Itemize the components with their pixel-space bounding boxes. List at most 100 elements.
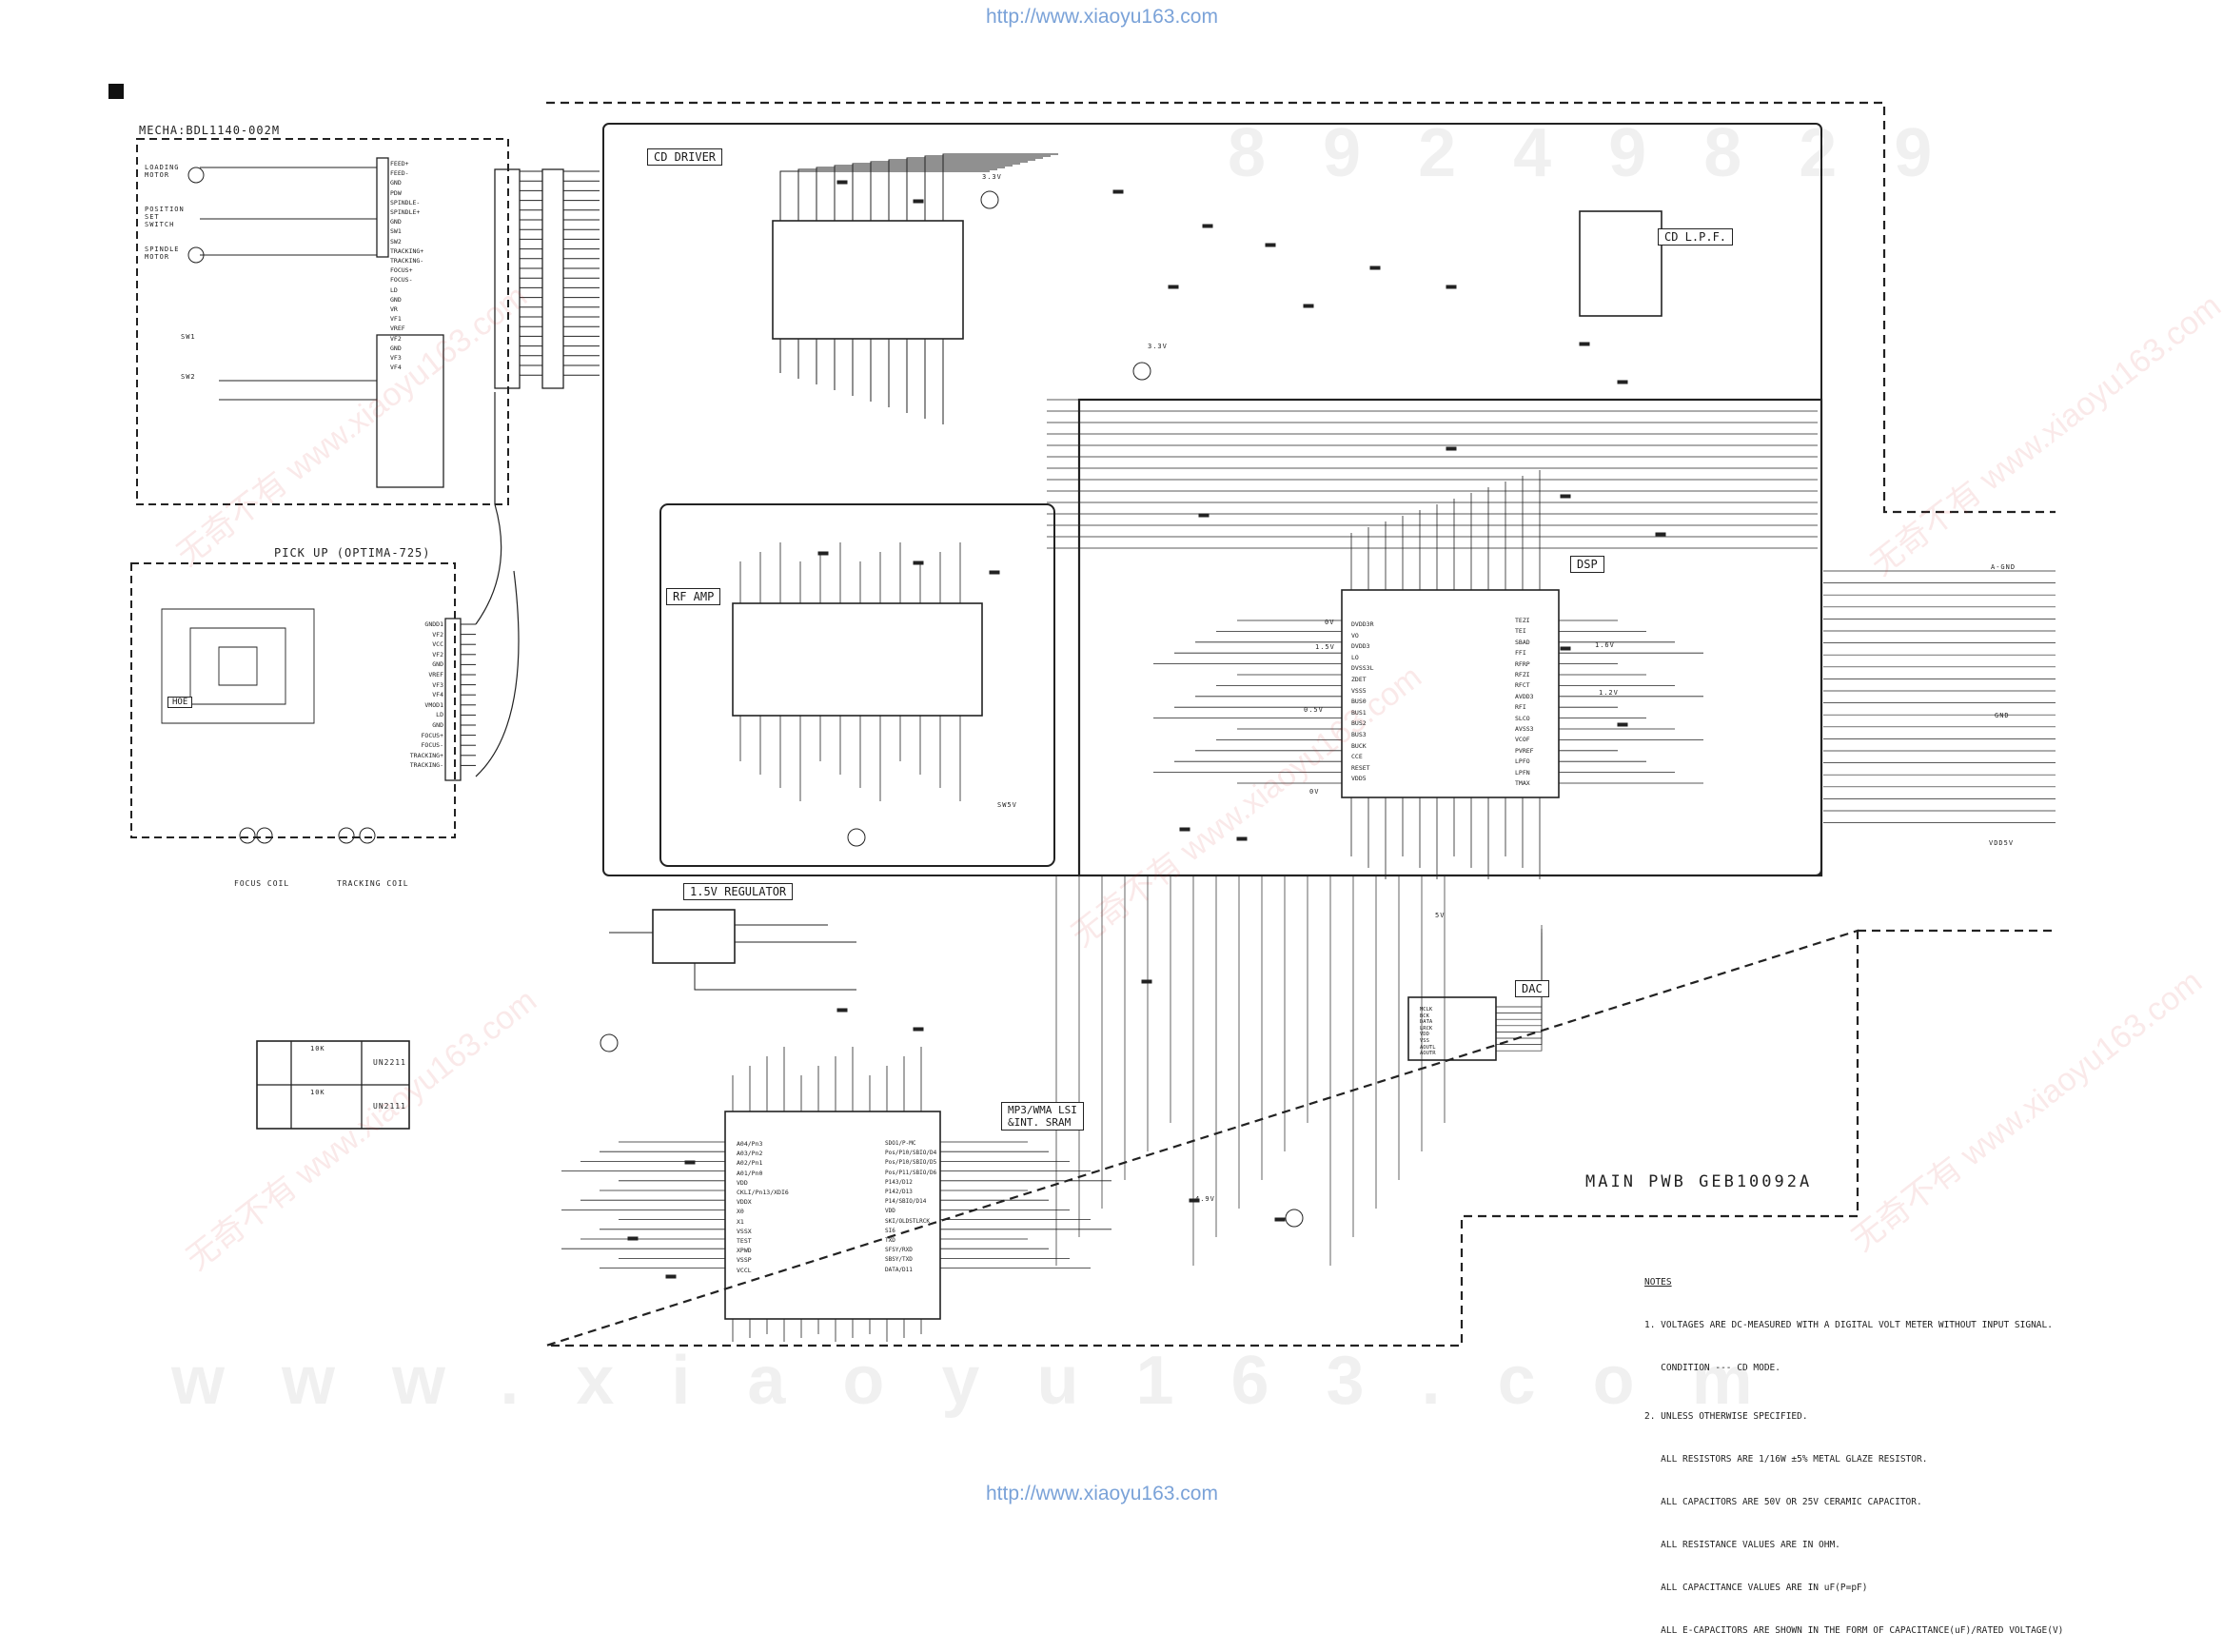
lsi-right-pin-3: Pos/P11/SBIO/D6	[885, 1169, 937, 1176]
lsi-left-pin-12: VSSP	[737, 1256, 752, 1265]
dac-ic	[1407, 996, 1497, 1061]
component-mark-23	[913, 1027, 924, 1032]
component-mark-1	[913, 199, 924, 204]
net-agnd: A-GND	[1991, 563, 2016, 571]
watermark-url: www.xiaoyu163.com	[171, 1343, 1810, 1419]
dsp-left-pin-5: ZDET	[1351, 676, 1367, 683]
dac-pin-5: VSS	[1420, 1038, 1429, 1044]
dsp-right-pin-10: AVSS3	[1515, 725, 1534, 733]
component-mark-3	[1202, 224, 1213, 228]
lsi-left-pin-13: VCCL	[737, 1266, 752, 1274]
dac-pin-4: VDD	[1420, 1032, 1429, 1038]
cd-drv-top-2	[816, 167, 1005, 221]
dsp-left-pin-0: DVDD3R	[1351, 620, 1374, 628]
dsp-left-pin-7: BUS0	[1351, 698, 1367, 706]
cd-lpf-label: CD L.P.F.	[1658, 228, 1734, 246]
dac-wire-7	[1496, 925, 1543, 1052]
voltage-6: 1.6V	[1595, 641, 1615, 649]
cd-drv-top-4	[852, 163, 1020, 221]
lsi-left-pin-0: A04/Pn3	[737, 1140, 763, 1148]
coil-terminal-4	[338, 827, 355, 844]
dsp-left-pin-6: VSS5	[1351, 686, 1367, 695]
loading-motor-label: LOADING MOTOR	[145, 164, 180, 179]
component-mark-2	[1112, 189, 1124, 194]
mp3-lsi-label-line2: &INT. SRAM	[1008, 1116, 1072, 1129]
pickup-pin-9: LD	[436, 711, 443, 719]
component-mark-29	[665, 1274, 677, 1279]
connector-pickup	[444, 618, 462, 781]
component-mark-21	[1617, 722, 1628, 727]
component-mark-10	[1617, 380, 1628, 384]
pickup-pin-14: TRACKING-	[409, 761, 443, 770]
mecha-pin-5: SPINDLE+	[390, 208, 421, 216]
transistor-symbol-2	[847, 828, 866, 847]
component-mark-18	[1179, 827, 1190, 832]
note-line-4: ALL RESISTORS ARE 1/16W ±5% METAL GLAZE …	[1644, 1454, 1928, 1465]
transistor-2-label: UN2111	[373, 1102, 406, 1111]
lsi-right-pin-9: SI6	[885, 1227, 895, 1234]
dac-pin-1: BCK	[1420, 1013, 1429, 1019]
footer-url[interactable]: http://www.xiaoyu163.com	[986, 1483, 1218, 1504]
component-mark-8	[1446, 285, 1457, 289]
component-mark-11	[1198, 513, 1210, 518]
connector-main	[541, 168, 564, 389]
voltage-9: 5V	[1435, 912, 1446, 919]
notes-block: NOTES 1. VOLTAGES ARE DC-MEASURED WITH A…	[1644, 1247, 2063, 1652]
component-mark-28	[627, 1236, 639, 1241]
pickup-label: PICK UP (OPTIMA-725)	[274, 546, 431, 560]
transistor-symbol-3	[600, 1033, 619, 1052]
dsp-right-pin-9: SLCO	[1515, 714, 1530, 722]
dsp-ic	[1341, 589, 1560, 798]
connector-flex	[376, 334, 444, 488]
tracking-coil-label: TRACKING COIL	[337, 879, 409, 888]
pickup-pin-7: VF4	[432, 691, 443, 699]
mp3-lsi-ic	[724, 1111, 941, 1320]
pickup-box	[130, 562, 456, 838]
cd-drv-top-8	[924, 155, 1051, 221]
cd-drv-top-0	[779, 170, 990, 221]
voltage-0: 3.3V	[982, 173, 1002, 181]
mecha-box	[136, 138, 509, 505]
mecha-pin-12: FOCUS-	[390, 276, 413, 285]
cd-driver-label: CD DRIVER	[647, 148, 723, 166]
dsp-right-pin-3: FFI	[1515, 649, 1526, 658]
mecha-pin-18: VF2	[390, 334, 402, 343]
main-pwb-label: MAIN PWB GEB10092A	[1585, 1172, 1813, 1191]
component-mark-20	[1560, 646, 1571, 651]
component-mark-5	[1168, 285, 1179, 289]
mecha-pin-20: VF3	[390, 354, 402, 362]
note-line-5: ALL CAPACITORS ARE 50V OR 25V CERAMIC CA…	[1644, 1497, 1922, 1507]
lsi-right-pin-11: SFSY/RXD	[885, 1247, 913, 1254]
mecha-pin-3: PDW	[390, 188, 402, 197]
lsi-right-pin-0: SDO1/P-MC	[885, 1140, 916, 1147]
note-line-1: 1. VOLTAGES ARE DC-MEASURED WITH A DIGIT…	[1644, 1320, 2053, 1330]
dsp-right-pin-13: LPFO	[1515, 757, 1530, 766]
mecha-pin-7: SW1	[390, 227, 402, 236]
cd-drv-top-9	[942, 153, 1058, 221]
component-mark-19	[1236, 836, 1248, 841]
section-marker	[108, 84, 124, 99]
mecha-pin-14: GND	[390, 295, 402, 304]
cd-drv-top-7	[906, 157, 1043, 221]
transistor-symbol-4	[1285, 1209, 1304, 1228]
dsp-right-pin-1: TEI	[1515, 627, 1526, 636]
note-line-3: 2. UNLESS OTHERWISE SPECIFIED.	[1644, 1411, 1808, 1422]
mecha-pin-17: VREF	[390, 324, 405, 333]
dsp-left-pin-4: DVSS3L	[1351, 664, 1374, 673]
lsi-left-pin-11: XPWD	[737, 1247, 752, 1255]
dsp-right-pin-12: PVREF	[1515, 746, 1534, 755]
lsi-right-pin-10: TXD	[885, 1237, 895, 1244]
mecha-pin-4: SPINDLE-	[390, 198, 421, 206]
cd-drv-top-1	[797, 168, 997, 221]
pickup-pin-5: VREF	[428, 671, 443, 678]
component-mark-6	[1303, 304, 1314, 308]
coil-terminal-3	[256, 827, 273, 844]
lsi-left-pin-6: VDDX	[737, 1198, 752, 1207]
header-url[interactable]: http://www.xiaoyu163.com	[986, 6, 1218, 28]
dsp-right-pin-4: RFRP	[1515, 659, 1530, 668]
coil-terminal-5	[359, 827, 376, 844]
transistor-symbol-0	[980, 190, 999, 209]
schematic-canvas	[130, 101, 2056, 1347]
mecha-wires	[200, 167, 377, 401]
component-mark-13	[1560, 494, 1571, 499]
